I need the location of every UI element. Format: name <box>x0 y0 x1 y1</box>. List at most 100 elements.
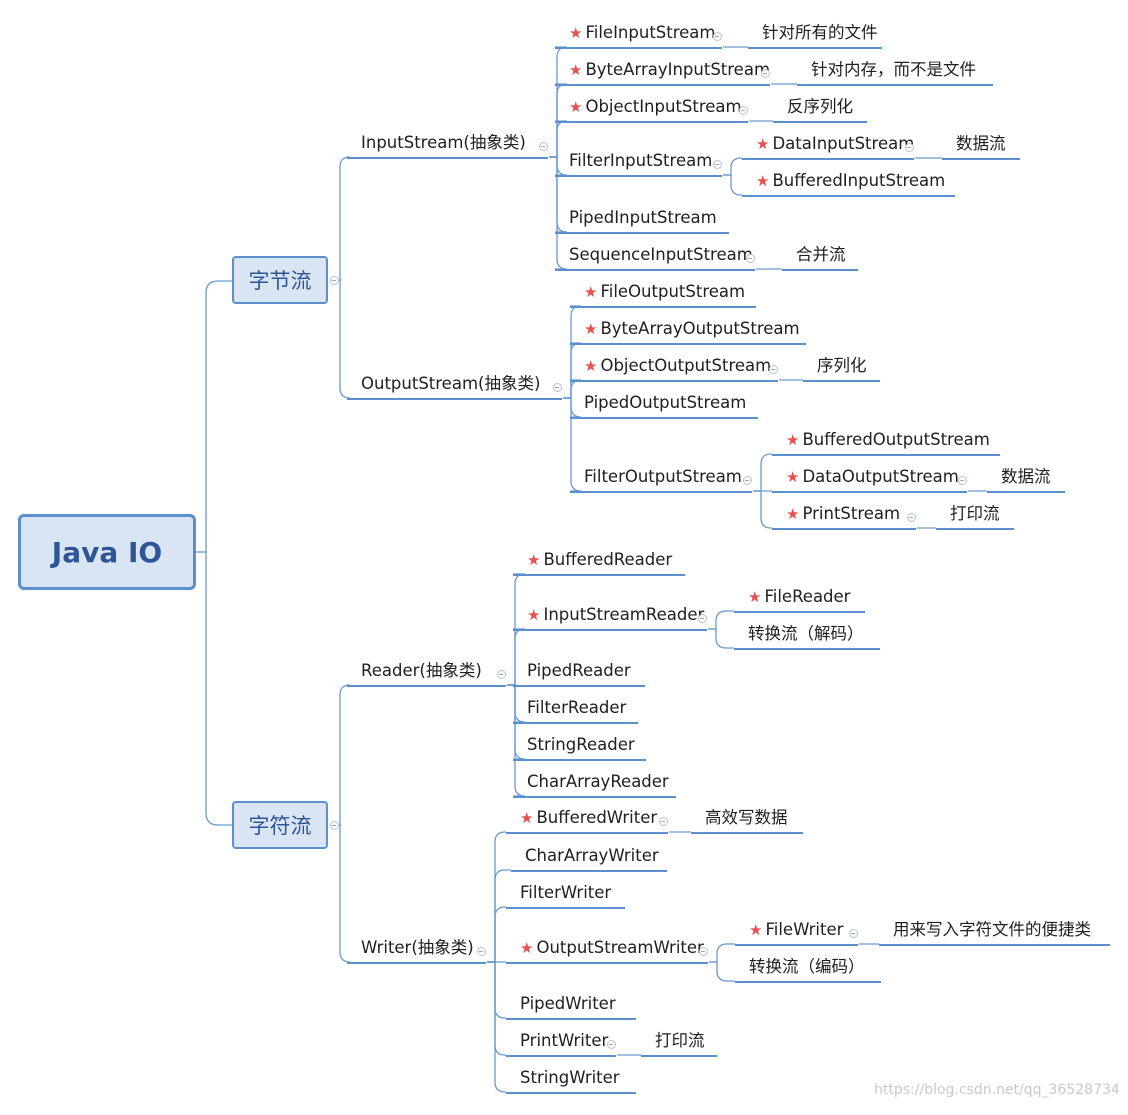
collapse-toggle-icon[interactable] <box>906 512 916 522</box>
collapse-toggle-icon[interactable] <box>538 141 548 151</box>
node-fileinputstream[interactable]: ★FileInputStream <box>569 21 716 45</box>
node-label: Writer(抽象类) <box>361 938 474 957</box>
collapse-toggle-icon[interactable] <box>848 928 858 938</box>
node-datainputstream[interactable]: ★DataInputStream <box>756 132 914 156</box>
node-bufferedoutputstream[interactable]: ★BufferedOutputStream <box>786 428 990 452</box>
node-is3n-note[interactable]: 反序列化 <box>787 95 853 119</box>
collapse-toggle-icon[interactable] <box>552 382 562 392</box>
collapse-toggle-icon[interactable] <box>476 946 486 956</box>
node-is1n-note[interactable]: 针对所有的文件 <box>762 21 878 45</box>
node-inputstreamreader[interactable]: ★InputStreamReader <box>527 603 704 627</box>
node-rd-note[interactable]: Reader(抽象类) <box>361 659 482 683</box>
node-os-note[interactable]: OutputStream(抽象类) <box>361 372 540 396</box>
node-wr4b-note[interactable]: 转换流（编码） <box>749 955 865 979</box>
collapse-toggle-icon[interactable] <box>742 475 752 485</box>
node-chararraywriter[interactable]: CharArrayWriter <box>525 844 659 868</box>
node-underline <box>772 528 916 530</box>
node-label: PipedWriter <box>520 994 616 1013</box>
node-underline <box>513 759 646 761</box>
node-bytearrayoutputstream[interactable]: ★ByteArrayOutputStream <box>584 317 800 341</box>
collapse-toggle-icon[interactable] <box>329 820 339 830</box>
node-underline <box>506 907 625 909</box>
node-underline <box>513 796 676 798</box>
root-node[interactable]: Java IO <box>18 514 196 590</box>
node-pipedoutputstream[interactable]: PipedOutputStream <box>584 391 746 415</box>
star-icon: ★ <box>569 24 583 42</box>
node-objectoutputstream[interactable]: ★ObjectOutputStream <box>584 354 771 378</box>
node-pipedinputstream[interactable]: PipedInputStream <box>569 206 717 230</box>
node-is6n-note[interactable]: 合并流 <box>796 243 846 267</box>
star-icon: ★ <box>527 606 541 624</box>
node-filteroutputstream[interactable]: FilterOutputStream <box>584 465 742 489</box>
node-os5cn-note[interactable]: 打印流 <box>950 502 1000 526</box>
node-underline <box>555 84 770 86</box>
node-objectinputstream[interactable]: ★ObjectInputStream <box>569 95 742 119</box>
node-underline <box>513 574 685 576</box>
node-stringreader[interactable]: StringReader <box>527 733 635 757</box>
node-pipedreader[interactable]: PipedReader <box>527 659 631 683</box>
collapse-toggle-icon[interactable] <box>760 68 770 78</box>
star-icon: ★ <box>748 588 762 606</box>
node-wr4an-note[interactable]: 用来写入字符文件的便捷类 <box>893 918 1091 942</box>
collapse-toggle-icon[interactable] <box>658 816 668 826</box>
collapse-toggle-icon[interactable] <box>606 1039 616 1049</box>
node-os5bn-note[interactable]: 数据流 <box>1001 465 1051 489</box>
node-filewriter[interactable]: ★FileWriter <box>749 918 843 942</box>
node-dataoutputstream[interactable]: ★DataOutputStream <box>786 465 959 489</box>
node-rd2b-note[interactable]: 转换流（解码） <box>748 622 864 646</box>
node-sequenceinputstream[interactable]: SequenceInputStream <box>569 243 753 267</box>
collapse-toggle-icon[interactable] <box>712 31 722 41</box>
node-underline <box>555 121 748 123</box>
root-label: Java IO <box>51 535 163 569</box>
node-label: 打印流 <box>655 1031 705 1050</box>
collapse-toggle-icon[interactable] <box>738 105 748 115</box>
node-stringwriter[interactable]: StringWriter <box>520 1066 620 1090</box>
node-outputstreamwriter[interactable]: ★OutputStreamWriter <box>520 936 704 960</box>
node-filterreader[interactable]: FilterReader <box>527 696 626 720</box>
node-wr6n-note[interactable]: 打印流 <box>655 1029 705 1053</box>
collapse-toggle-icon[interactable] <box>329 275 339 285</box>
node-filereader[interactable]: ★FileReader <box>748 585 850 609</box>
node-underline <box>570 491 752 493</box>
node-label: FilterWriter <box>520 883 612 902</box>
collapse-toggle-icon[interactable] <box>904 142 914 152</box>
node-label: ByteArrayInputStream <box>585 60 771 79</box>
collapse-toggle-icon[interactable] <box>957 475 967 485</box>
collapse-toggle-icon[interactable] <box>697 613 707 623</box>
star-icon: ★ <box>584 320 598 338</box>
collapse-toggle-icon[interactable] <box>698 946 708 956</box>
category-byte-stream[interactable]: 字节流 <box>232 256 328 304</box>
collapse-toggle-icon[interactable] <box>768 364 778 374</box>
node-label: 数据流 <box>956 134 1006 153</box>
collapse-toggle-icon[interactable] <box>745 253 755 263</box>
node-underline <box>506 962 708 964</box>
collapse-toggle-icon[interactable] <box>496 669 506 679</box>
collapse-toggle-icon[interactable] <box>712 159 722 169</box>
node-label: BufferedOutputStream <box>802 430 990 449</box>
node-underline <box>347 962 486 964</box>
node-filterinputstream[interactable]: FilterInputStream <box>569 149 712 173</box>
node-is-note[interactable]: InputStream(抽象类) <box>361 131 526 155</box>
node-bufferedinputstream[interactable]: ★BufferedInputStream <box>756 169 945 193</box>
node-wr1n-note[interactable]: 高效写数据 <box>705 806 788 830</box>
node-underline <box>748 47 882 49</box>
node-underline <box>803 380 880 382</box>
node-printstream[interactable]: ★PrintStream <box>786 502 900 526</box>
category-char-stream[interactable]: 字符流 <box>232 801 328 849</box>
node-bytearrayinputstream[interactable]: ★ByteArrayInputStream <box>569 58 770 82</box>
node-fileoutputstream[interactable]: ★FileOutputStream <box>584 280 745 304</box>
node-is4an-note[interactable]: 数据流 <box>956 132 1006 156</box>
node-bufferedreader[interactable]: ★BufferedReader <box>527 548 672 572</box>
node-os3n-note[interactable]: 序列化 <box>817 354 867 378</box>
node-label: OutputStreamWriter <box>536 938 704 957</box>
node-printwriter[interactable]: PrintWriter <box>520 1029 608 1053</box>
node-bufferedwriter[interactable]: ★BufferedWriter <box>520 806 657 830</box>
node-filterwriter[interactable]: FilterWriter <box>520 881 611 905</box>
node-is2n-note[interactable]: 针对内存，而不是文件 <box>811 58 976 82</box>
node-chararrayreader[interactable]: CharArrayReader <box>527 770 669 794</box>
node-pipedwriter[interactable]: PipedWriter <box>520 992 616 1016</box>
node-label: FileInputStream <box>585 23 716 42</box>
node-underline <box>782 269 858 271</box>
node-wr-note[interactable]: Writer(抽象类) <box>361 936 474 960</box>
node-underline <box>773 121 867 123</box>
